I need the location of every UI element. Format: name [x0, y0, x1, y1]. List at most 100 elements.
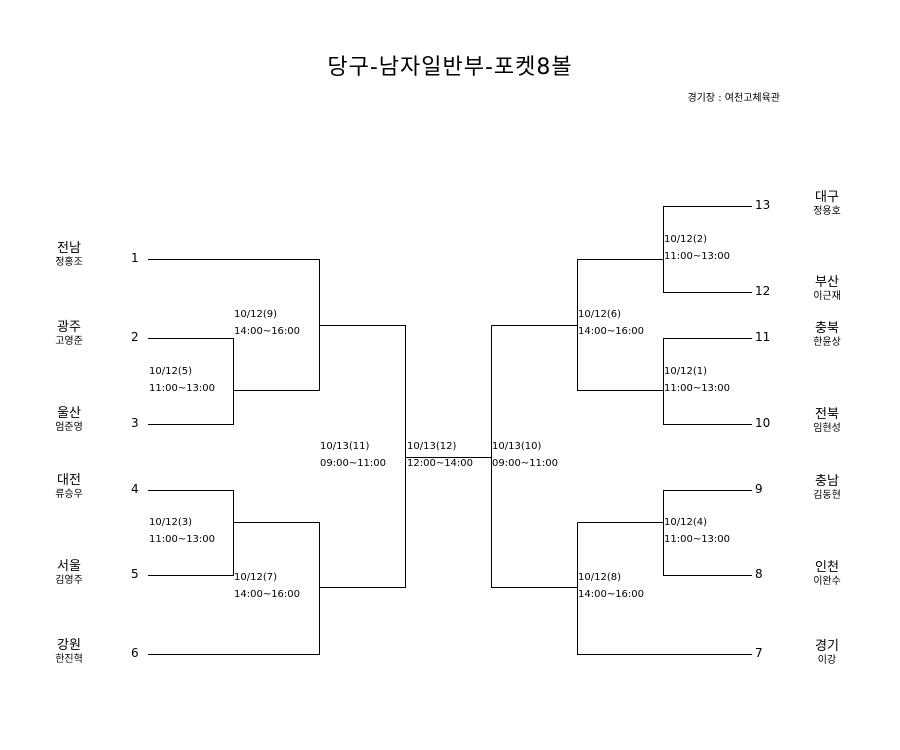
team-right-10: 전북 임현성: [797, 408, 857, 436]
seed-number: 9: [755, 482, 763, 496]
match-label-7: 10/12(7) 14:00~16:00: [234, 569, 300, 603]
team-player: 고영준: [55, 336, 83, 347]
bracket-line-match3-to-match7: [148, 522, 320, 655]
match-date: 10/13(12): [407, 441, 457, 452]
team-player: 임현성: [813, 423, 841, 434]
bracket-line-match9-to-match11: [319, 325, 406, 588]
seed-number: 3: [131, 416, 139, 430]
bracket-line-match6: [577, 259, 664, 391]
team-region: 강원: [57, 638, 81, 653]
seed-number: 5: [131, 567, 139, 581]
team-region: 대구: [815, 190, 839, 205]
match-time: 09:00~11:00: [492, 458, 559, 469]
team-right-11: 충북 한윤상: [797, 322, 857, 350]
team-player: 류승우: [55, 489, 83, 500]
team-player: 이완수: [813, 576, 841, 587]
team-player: 정홍조: [55, 257, 83, 268]
team-player: 한윤상: [813, 337, 841, 348]
match-date: 10/12(7): [234, 572, 277, 583]
seed-number: 12: [755, 284, 771, 298]
match-date: 10/13(10): [492, 441, 542, 452]
seed-number: 1: [131, 251, 139, 265]
team-player: 이근재: [813, 291, 841, 302]
team-player: 이강: [817, 655, 837, 666]
seed-number: 2: [131, 330, 139, 344]
team-region: 부산: [815, 275, 839, 290]
team-player: 엄준영: [55, 422, 83, 433]
seed-number: 8: [755, 567, 763, 581]
match-time: 11:00~13:00: [149, 534, 216, 545]
team-region: 전남: [57, 241, 81, 256]
team-region: 충남: [815, 474, 839, 489]
team-region: 울산: [57, 406, 81, 421]
seed-number: 6: [131, 646, 139, 660]
match-date: 10/12(4): [664, 517, 707, 528]
match-label-10: 10/13(10) 09:00~11:00: [492, 438, 558, 472]
seed-number: 11: [755, 330, 771, 344]
team-region: 광주: [57, 320, 81, 335]
team-left-1: 전남 정홍조: [39, 242, 99, 270]
team-region: 서울: [57, 559, 81, 574]
match-label-4: 10/12(4) 11:00~13:00: [664, 514, 730, 548]
bracket-line-right-11-10-match1: [663, 338, 752, 425]
seed-number: 4: [131, 482, 139, 496]
match-label-6: 10/12(6) 14:00~16:00: [578, 306, 644, 340]
team-left-2: 광주 고영준: [39, 321, 99, 349]
match-date: 10/12(6): [578, 309, 621, 320]
seed-number: 10: [755, 416, 771, 430]
bracket-line-right-9-8-match4: [663, 490, 752, 576]
bracket-line-left-4-5-match3: [148, 490, 234, 576]
match-time: 14:00~16:00: [234, 326, 301, 337]
match-label-3: 10/12(3) 11:00~13:00: [149, 514, 215, 548]
match-date: 10/12(1): [664, 366, 707, 377]
bracket-line-match10: [491, 325, 578, 588]
team-left-3: 울산 엄준영: [39, 407, 99, 435]
team-left-5: 서울 김영주: [39, 560, 99, 588]
bracket-line-left-2-3-match5: [148, 338, 234, 425]
team-player: 김영주: [55, 575, 83, 586]
match-date: 10/12(9): [234, 309, 277, 320]
match-time: 11:00~13:00: [664, 251, 731, 262]
bracket-line-match8: [577, 522, 752, 655]
match-time: 09:00~11:00: [320, 458, 387, 469]
match-time: 14:00~16:00: [234, 589, 301, 600]
seed-number: 7: [755, 646, 763, 660]
team-right-13: 대구 정용호: [797, 191, 857, 219]
bracket-line-right-13-12-match2: [663, 206, 752, 293]
match-label-9: 10/12(9) 14:00~16:00: [234, 306, 300, 340]
team-player: 정용호: [813, 206, 841, 217]
match-date: 10/12(2): [664, 234, 707, 245]
team-left-4: 대전 류승우: [39, 474, 99, 502]
team-left-6: 강원 한진혁: [39, 639, 99, 667]
match-date: 10/12(5): [149, 366, 192, 377]
bracket-line-left-1-to-match9: [148, 259, 320, 391]
match-label-2: 10/12(2) 11:00~13:00: [664, 231, 730, 265]
team-region: 전북: [815, 407, 839, 422]
seed-number: 13: [755, 198, 771, 212]
match-label-5: 10/12(5) 11:00~13:00: [149, 363, 215, 397]
team-right-12: 부산 이근재: [797, 276, 857, 304]
match-time: 11:00~13:00: [149, 383, 216, 394]
match-label-8: 10/12(8) 14:00~16:00: [578, 569, 644, 603]
match-label-12: 10/13(12) 12:00~14:00: [407, 438, 473, 472]
team-right-8: 인천 이완수: [797, 561, 857, 589]
match-label-11: 10/13(11) 09:00~11:00: [320, 438, 386, 472]
page-title: 당구-남자일반부-포켓8볼: [327, 55, 573, 80]
team-right-9: 충남 김동현: [797, 475, 857, 503]
match-label-1: 10/12(1) 11:00~13:00: [664, 363, 730, 397]
match-time: 11:00~13:00: [664, 383, 731, 394]
match-date: 10/13(11): [320, 441, 370, 452]
team-player: 한진혁: [55, 654, 83, 665]
match-time: 11:00~13:00: [664, 534, 731, 545]
match-date: 10/12(8): [578, 572, 621, 583]
team-player: 김동현: [813, 490, 841, 501]
team-region: 경기: [815, 639, 839, 654]
match-time: 14:00~16:00: [578, 589, 645, 600]
match-time: 14:00~16:00: [578, 326, 645, 337]
venue-label: 경기장 : 여천고체육관: [687, 93, 780, 104]
team-region: 대전: [57, 473, 81, 488]
team-right-7: 경기 이강: [797, 640, 857, 668]
team-region: 충북: [815, 321, 839, 336]
match-date: 10/12(3): [149, 517, 192, 528]
